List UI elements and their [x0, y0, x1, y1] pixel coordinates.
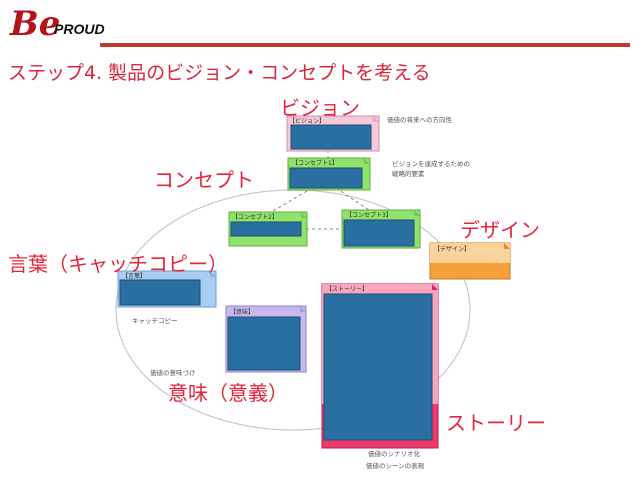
meaning-card: 【意味】	[225, 305, 307, 373]
connector-concept1-concept2	[267, 187, 313, 215]
concept-note-line2: 戦略的要素	[392, 169, 425, 178]
story-card-box	[323, 293, 433, 441]
header-rule	[100, 43, 630, 47]
concept2-card-title: 【コンセプト2】	[232, 214, 278, 221]
logo-proud: PROUD	[54, 21, 105, 37]
concept2-card: 【コンセプト2】	[228, 211, 308, 247]
label-design: デザイン	[460, 218, 540, 242]
logo-be: Be	[10, 4, 61, 44]
concept-note-line1: ビジョンを達成するための	[392, 159, 470, 168]
label-words: 言葉（キャッチコピー）	[8, 252, 228, 276]
concept1-card-box	[289, 167, 363, 189]
vision-note: 価値の将来への方向性	[387, 115, 453, 124]
concept3-card-title: 【コンセプト3】	[346, 212, 392, 219]
label-vision: ビジョン	[280, 96, 360, 120]
vision-card: 【ビジョン】	[286, 115, 380, 152]
story-note-line2: 価値のシーンの表現	[366, 461, 425, 470]
concept2-card-box	[230, 221, 302, 237]
design-card: 【デザイン】	[429, 242, 511, 280]
words-card-title: 【言葉】	[122, 272, 146, 280]
slide-title: ステップ4. 製品のビジョン・コンセプトを考える	[8, 62, 431, 84]
concept1-card-title: 【コンセプト1】	[292, 160, 338, 167]
concept3-card: 【コンセプト3】	[341, 209, 421, 249]
meaning-card-title: 【意味】	[230, 308, 254, 316]
vision-card-box	[290, 124, 372, 150]
design-card-title: 【デザイン】	[434, 245, 470, 253]
words-card: 【言葉】	[117, 270, 217, 308]
label-meaning: 意味（意義）	[168, 381, 288, 405]
story-note-line1: 価値のシナリオ化	[368, 449, 421, 458]
be-proud-logo: Be PROUD	[10, 4, 140, 44]
label-story: ストーリー	[446, 411, 546, 435]
concept1-card: 【コンセプト1】	[287, 157, 371, 191]
label-concept: コンセプト	[154, 168, 254, 192]
concept3-card-box	[343, 219, 415, 247]
meaning-card-box	[227, 316, 301, 371]
words-note: キャッチコピー	[132, 317, 178, 325]
words-card-box	[119, 279, 201, 306]
story-card: 【ストーリー】	[321, 283, 439, 449]
connector-concept1-concept3	[335, 187, 373, 213]
vision-card-title: 【ビジョン】	[289, 117, 325, 125]
story-card-title: 【ストーリー】	[326, 286, 368, 293]
meaning-note: 価値の意味づけ	[150, 368, 196, 377]
